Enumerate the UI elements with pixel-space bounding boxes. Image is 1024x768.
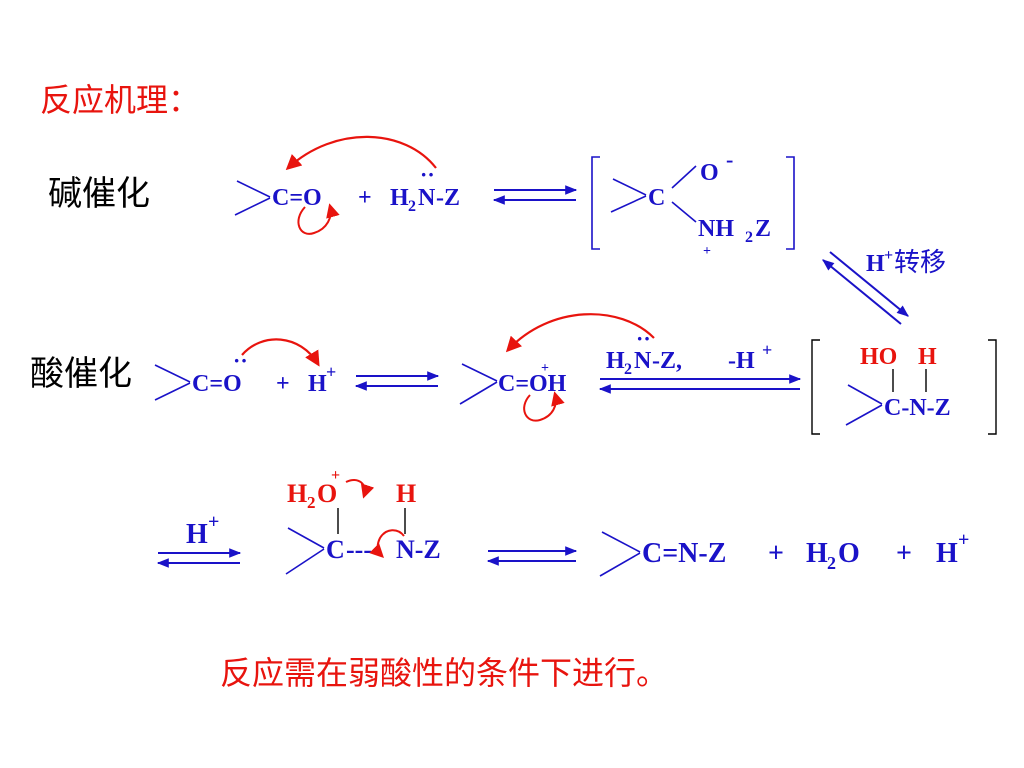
equilibrium-arrow	[354, 371, 440, 391]
heading: 反应机理：	[40, 81, 200, 119]
plus-sign: +	[276, 371, 290, 397]
equilibrium-arrow	[492, 185, 578, 205]
svg-text:-Z,: -Z,	[652, 348, 682, 374]
amine-reagent-label: H 2 N -Z, ·· -H +	[606, 326, 772, 378]
base-catalysis-label: 碱催化	[48, 174, 150, 214]
svg-text:H: H	[390, 185, 409, 211]
svg-text:----: ----	[346, 535, 381, 564]
svg-text:C: C	[648, 185, 665, 211]
lone-pair-dots: ··	[420, 162, 435, 187]
svg-text:O: O	[700, 160, 719, 186]
equilibrium-arrow	[598, 374, 802, 394]
svg-text:H: H	[396, 479, 416, 508]
svg-text:H: H	[287, 479, 307, 508]
svg-text:H: H	[186, 519, 208, 550]
protonation-arrow	[241, 338, 320, 367]
svg-text:+: +	[884, 247, 893, 264]
condition-note: 反应需在弱酸性的条件下进行。	[220, 654, 668, 692]
svg-text:2: 2	[408, 198, 416, 215]
svg-text:NH: NH	[698, 216, 734, 242]
imine-product: C=N-Z + H 2 O + H +	[599, 529, 969, 577]
plus-sign: +	[358, 185, 372, 211]
svg-text:Z: Z	[755, 216, 771, 242]
svg-text:+: +	[958, 529, 969, 551]
svg-text:C: C	[326, 535, 345, 564]
acid-catalysis-label: 酸催化	[30, 354, 132, 394]
tetrahedral-intermediate: C O - NH 2 Z +	[591, 147, 795, 259]
svg-text:C-N-Z: C-N-Z	[884, 395, 951, 421]
pi-bond-flow-arrow	[297, 203, 340, 235]
svg-text:+: +	[208, 511, 219, 533]
svg-text:H: H	[918, 344, 937, 370]
leaving-group-arrow	[345, 478, 375, 499]
svg-text:H: H	[866, 251, 885, 277]
svg-text:O: O	[838, 538, 860, 569]
svg-text:N: N	[634, 348, 652, 374]
svg-text:+: +	[762, 340, 772, 360]
svg-text:C=O: C=O	[192, 371, 242, 397]
equilibrium-arrow	[486, 546, 578, 566]
protonated-carbonyl: C=OH +	[459, 361, 567, 405]
svg-text:H: H	[936, 538, 958, 569]
svg-text:2: 2	[827, 553, 836, 573]
svg-text:+: +	[703, 244, 711, 259]
svg-text:+: +	[541, 361, 549, 376]
svg-text:H: H	[806, 538, 828, 569]
pi-bond-flow-arrow	[523, 391, 565, 422]
svg-text:2: 2	[745, 229, 753, 246]
proton: H +	[308, 362, 336, 397]
svg-text:O: O	[317, 479, 337, 508]
proton-catalyst-label: H +	[186, 511, 219, 550]
amine-formula: H 2 N -Z ··	[390, 162, 460, 215]
svg-text:C=N-Z: C=N-Z	[642, 538, 726, 569]
carbonyl-formula: C=O	[272, 185, 322, 211]
carbinolamine-intermediate: HO H C-N-Z	[811, 339, 997, 435]
svg-text:2: 2	[624, 361, 632, 378]
lone-pair-dots: ··	[636, 326, 651, 351]
svg-text:2: 2	[307, 493, 316, 512]
proton-transfer-label: H + 转移	[866, 247, 946, 278]
protonated-carbinolamine: H 2 O + H C ---- N-Z	[285, 467, 441, 575]
acid-carbonyl-group: C=O ··	[154, 348, 248, 401]
svg-text:H: H	[308, 371, 327, 397]
plus-sign: +	[896, 538, 912, 569]
electron-flow-arrow	[285, 135, 437, 171]
svg-text:-: -	[726, 147, 733, 172]
svg-text:N-Z: N-Z	[396, 535, 441, 564]
svg-text:+: +	[326, 362, 336, 382]
proton-transfer-arrow	[822, 251, 909, 325]
svg-text:转移: 转移	[894, 248, 946, 278]
svg-text:H: H	[606, 348, 625, 374]
svg-text:-H: -H	[728, 348, 755, 374]
svg-text:-Z: -Z	[436, 185, 460, 211]
svg-text:+: +	[331, 467, 340, 484]
carbonyl-group: C=O	[234, 180, 322, 216]
elimination-arrow	[369, 529, 405, 558]
equilibrium-arrow	[156, 548, 242, 568]
plus-sign: +	[768, 538, 784, 569]
svg-text:C=OH: C=OH	[498, 371, 567, 397]
svg-text:N: N	[418, 185, 436, 211]
svg-text:HO: HO	[860, 344, 897, 370]
nucleophilic-attack-arrow	[505, 313, 655, 353]
